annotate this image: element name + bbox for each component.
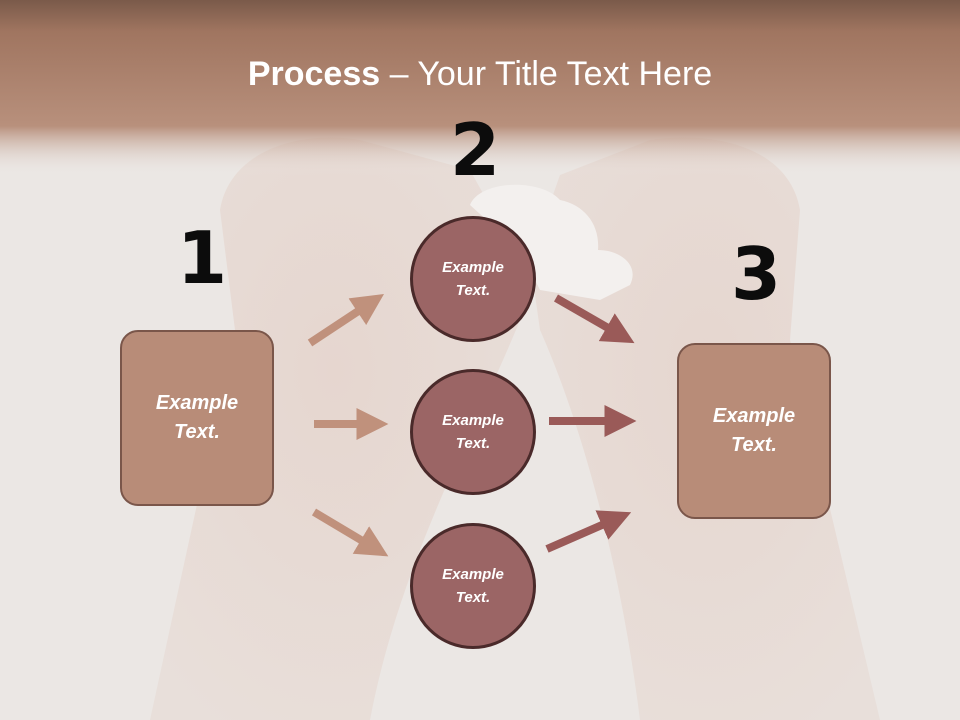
step-number-3: 3 [731,232,782,316]
top-process-circle: Example Text. [410,216,536,342]
middle-process-circle: Example Text. [410,369,536,495]
right-box-label: Example Text. [712,405,796,456]
title-bold: Process [247,55,381,93]
right-process-box: Example Text. [677,343,831,519]
step-number-1: 1 [177,216,228,300]
top-circle-label: Example Text. [442,259,504,299]
middle-circle-label: Example Text. [442,412,504,452]
slide-title: Process – Your Title Text Here [0,52,960,96]
bottom-circle-label: Example Text. [442,566,504,606]
bottom-process-circle: Example Text. [410,523,536,649]
step-number-2: 2 [450,108,501,192]
arrow-left-to-top [307,294,385,347]
left-box-label: Example Text. [155,392,239,443]
arrow-bottom-to-right [545,510,632,553]
arrow-left-to-bottom [311,508,389,557]
title-rest: – Your Title Text Here [380,55,713,93]
left-process-box: Example Text. [120,330,274,506]
arrow-top-to-right [554,294,635,344]
